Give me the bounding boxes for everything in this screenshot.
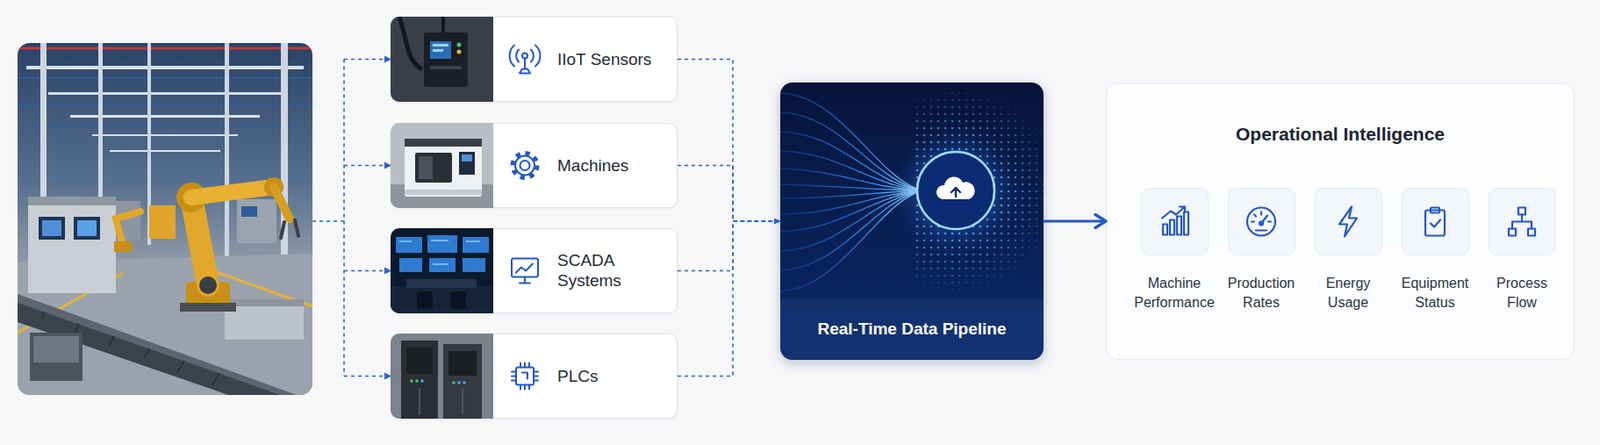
factory-photo: [17, 266, 313, 333]
connector-arrow: [677, 221, 781, 272]
factory-photo: [17, 78, 313, 127]
factory-photo: [147, 43, 151, 245]
robot-arm: [191, 197, 209, 286]
robot-arm: [280, 220, 299, 238]
background-robot: [114, 211, 141, 252]
factory-photo: [42, 311, 220, 386]
background-robot: [114, 241, 132, 252]
factory-photo: [17, 43, 313, 395]
connector-arrow: [1043, 220, 1106, 223]
factory-photo: [29, 332, 83, 381]
robot-arm: [273, 186, 290, 219]
source-bracket: [384, 56, 392, 381]
factory-photo: [236, 199, 277, 244]
factory-photo: [92, 134, 238, 137]
source-card: SCADA Systems: [390, 228, 678, 314]
metric-tile: Machine Performance: [1140, 187, 1209, 256]
source-label: Machines: [557, 155, 663, 177]
metric-label: Equipment Status: [1401, 273, 1470, 314]
source-card: IIoT Sensors: [390, 16, 678, 102]
source-label: PLCs: [557, 365, 663, 388]
metric-tile: Production Rates: [1227, 187, 1296, 256]
factory-photo: [149, 205, 176, 239]
robot-arm: [176, 182, 207, 213]
factory-photo: [48, 92, 282, 95]
metric-label: Production Rates: [1227, 273, 1296, 314]
factory-photo: [105, 199, 277, 244]
metric-label: Process Flow: [1496, 273, 1548, 314]
factory-photo: [98, 43, 103, 263]
factory-photo: [224, 299, 304, 307]
factory-photo: [17, 294, 297, 395]
factory-photo: [38, 216, 65, 240]
robot-arm: [185, 191, 198, 204]
connector-arrow: [677, 221, 781, 377]
robot-arm: [179, 302, 237, 312]
factory-photo: [40, 43, 288, 289]
connector-arrow: [677, 165, 781, 223]
factory-photo: [17, 78, 313, 127]
factory-photo: [17, 47, 313, 51]
factory-photo: [17, 299, 281, 395]
source-card: Machines: [390, 122, 678, 209]
metric-label: Machine Performance: [1133, 273, 1215, 314]
factory-photo: [42, 220, 62, 237]
metric-tile: Equipment Status: [1401, 187, 1470, 256]
factory-photo: [224, 43, 230, 263]
source-label: SCADA Systems: [557, 250, 663, 293]
robot-arm: [191, 186, 274, 198]
panel-title: Operational Intelligence: [1106, 122, 1574, 146]
robot-arm: [186, 281, 230, 309]
robot-arm: [176, 177, 299, 312]
source-card: PLCs: [390, 333, 678, 419]
factory-photo: [17, 253, 313, 395]
factory-photo: [77, 220, 97, 237]
factory-photo: [105, 200, 141, 241]
metric-label: Energy Usage: [1326, 273, 1371, 314]
pipeline-label: Real-Time Data Pipeline: [780, 298, 1044, 360]
factory-photo: [280, 43, 288, 289]
robot-arm: [264, 177, 284, 197]
factory-photo: [26, 65, 304, 152]
factory-photo: [73, 216, 101, 240]
insight-panel: Operational IntelligenceMachine Performa…: [1105, 82, 1575, 360]
pipeline-box: Real-Time Data Pipeline: [780, 82, 1044, 360]
source-bracket: [312, 59, 387, 377]
factory-photo: [241, 206, 258, 217]
factory-photo: [26, 65, 304, 70]
factory-photo: [70, 114, 260, 118]
metric-tile: Energy Usage: [1314, 187, 1383, 256]
factory-photo: [28, 196, 116, 206]
factory-photo: [40, 43, 47, 289]
source-bracket: [312, 56, 392, 381]
connector-arrow: [677, 59, 781, 223]
factory-photo: [109, 150, 221, 152]
factory-photo: [42, 311, 220, 386]
metric-tile: Process Flow: [1488, 187, 1557, 256]
factory-photo: [224, 299, 304, 340]
background-robot: [115, 211, 141, 245]
factory-photo: [33, 336, 79, 363]
robot-arm: [199, 276, 217, 295]
factory-photo: [28, 196, 116, 294]
source-label: IIoT Sensors: [557, 49, 663, 71]
factory-photo: [17, 43, 313, 395]
